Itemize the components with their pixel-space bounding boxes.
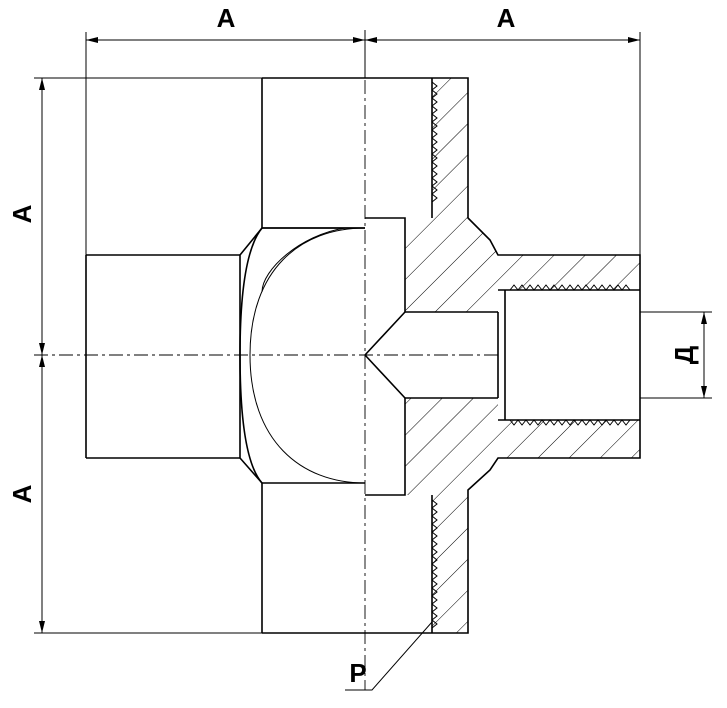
section-hatch-lower bbox=[405, 398, 640, 633]
dim-label-bore: Д bbox=[669, 345, 699, 364]
dim-label-left-upper: А bbox=[7, 204, 37, 223]
dim-label-left-lower: А bbox=[7, 484, 37, 503]
dimensions: А А А А Д Р bbox=[7, 3, 712, 691]
center-axes bbox=[34, 30, 500, 690]
section-view bbox=[364, 77, 641, 634]
external-view bbox=[85, 77, 366, 634]
dim-label-top-left: А bbox=[217, 3, 236, 33]
dim-label-top-right: А bbox=[497, 3, 516, 33]
thread-callout-label: Р bbox=[349, 658, 366, 688]
section-hatch-upper bbox=[405, 78, 640, 312]
